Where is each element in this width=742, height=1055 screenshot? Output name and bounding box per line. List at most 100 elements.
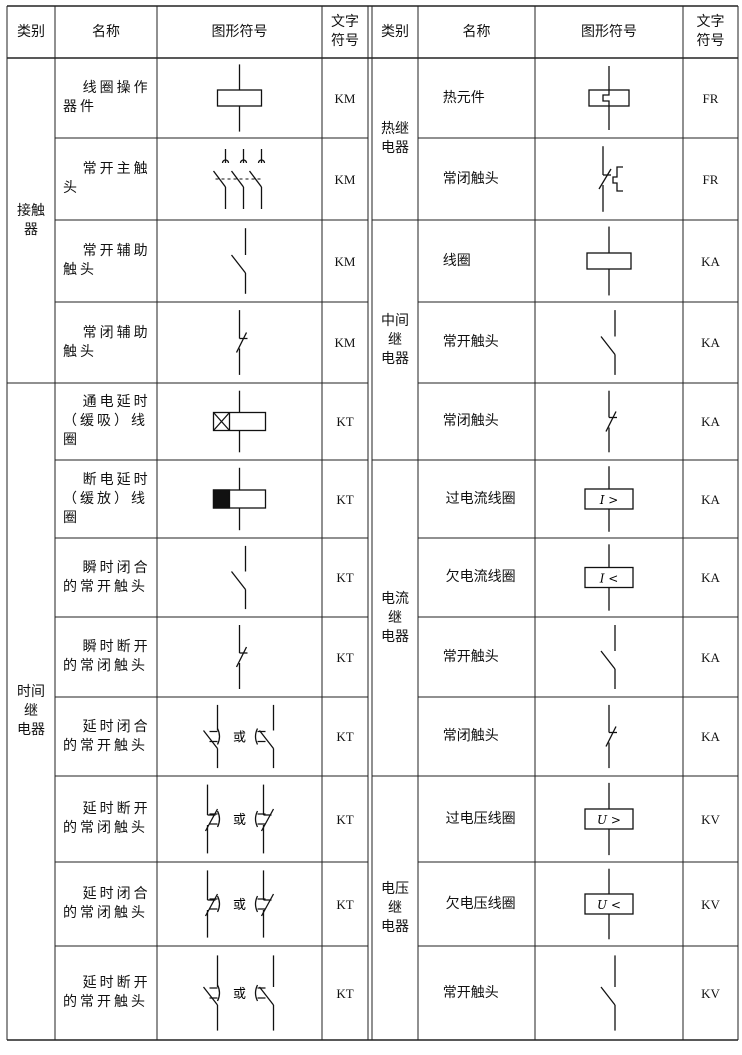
left-code-2-text: KM [334,253,356,269]
left-code-10: KT [322,862,368,946]
right-code-8-text: KA [701,729,720,744]
right-name-5-text: 过电流线圈 [445,490,516,507]
right-name-5: 过电流线圈 [418,460,535,538]
left-code-0: KM [322,58,368,138]
right-category-3: 电压 继 电器 [372,776,418,1040]
left-code-11-text: KT [336,985,354,1001]
right-code-5-text: KA [701,491,720,507]
right-code-2-text: KA [701,253,720,269]
right-name-2: 线圈 [418,220,535,302]
left-category-1: 时间 继 电器 [7,383,55,1040]
left-name-4-text: 通电延时（缓吸）线圈 [63,394,151,448]
svg-text:或: 或 [233,813,246,828]
right-code-6: KA [683,538,738,617]
right-code-9-text: KV [701,811,720,827]
left-category-0: 接触 器 [7,58,55,383]
svg-text:I >: I > [599,493,619,507]
svg-text:或: 或 [233,731,246,746]
right-name-4-text: 常闭触头 [442,413,499,429]
right-name-3-text: 常开触头 [442,334,499,350]
right-header-code: 文字 符号 [683,6,738,58]
left-code-4: KT [322,383,368,460]
left-header-code-text: 文字 符号 [331,14,359,49]
left-code-11: KT [322,946,368,1040]
right-name-10-text: 欠电压线圈 [445,895,516,912]
left-name-8-text: 延时闭合的常开触头 [63,718,151,754]
left-header-symbol-text: 图形符号 [211,23,268,40]
left-code-5-text: KT [336,491,354,507]
no-contact-icon-left-symbol-6 [230,545,247,610]
nc-contact-icon-right-symbol-4 [605,390,617,453]
left-name-0-text: 线圈操作器件 [63,80,151,115]
right-header-category-text: 类别 [381,23,409,40]
right-name-0: 热元件 [418,58,535,138]
right-code-1: FR [683,138,738,220]
left-name-7: 瞬时断开的常闭触头 [55,617,157,697]
right-name-1-text: 常闭触头 [442,170,499,187]
left-name-5: 断电延时（缓放）线圈 [55,460,157,538]
right-category-3-text: 电压 继 电器 [381,880,409,935]
left-category-1-text: 时间 继 电器 [17,684,45,738]
right-code-9: KV [683,776,738,862]
left-name-7-text: 瞬时断开的常闭触头 [63,639,151,674]
left-code-9: KT [322,776,368,862]
no-contact-icon-right-symbol-11 [600,955,616,1031]
delay-close-nc-icon-left-symbol-10: 或 [204,870,275,938]
left-name-9: 延时断开的常闭触头 [55,776,157,862]
thermal-nc-icon-right-symbol-1 [598,146,623,212]
left-category-0-text: 接触 器 [17,202,45,238]
right-name-8-text: 常闭触头 [442,728,499,744]
left-code-3-text: KM [334,335,356,350]
left-code-8-text: KT [336,729,354,744]
left-name-9-text: 延时断开的常闭触头 [63,801,151,836]
right-code-5: KA [683,460,738,538]
left-name-3-text: 常闭辅助触头 [63,324,151,360]
left-header-category: 类别 [7,6,55,58]
right-code-10-text: KV [701,896,720,912]
left-code-0-text: KM [334,90,356,106]
right-name-6: 欠电流线圈 [418,538,535,617]
right-category-2-text: 电流 继 电器 [381,590,409,645]
delay-open-nc-icon-left-symbol-9: 或 [204,784,275,854]
right-code-3: KA [683,302,738,383]
left-name-5-text: 断电延时（缓放）线圈 [63,471,151,526]
delay-close-no-icon-left-symbol-8: 或 [202,704,275,769]
left-header-code: 文字 符号 [322,6,368,58]
svg-text:I <: I < [599,572,619,586]
right-name-11: 常开触头 [418,946,535,1040]
right-code-1-text: FR [702,171,719,187]
main-contacts-icon-left-symbol-1 [212,149,266,209]
on-delay-coil-icon-left-symbol-4 [212,390,267,453]
svg-text:或: 或 [233,898,246,913]
right-category-2: 电流 继 电器 [372,460,418,776]
right-category-1-text: 中间 继 电器 [381,312,409,367]
left-name-11-text: 延时断开的常开触头 [63,975,151,1010]
right-header-code-text: 文字 符号 [696,14,725,49]
left-name-8: 延时闭合的常开触头 [55,697,157,776]
no-contact-icon-left-symbol-2 [230,228,247,294]
right-code-11-text: KV [701,985,720,1001]
left-name-2-text: 常开辅助触头 [63,243,151,278]
delay-open-no-icon-left-symbol-11: 或 [202,955,275,1031]
right-header-symbol-text: 图形符号 [581,23,637,40]
coil-icon-right-symbol-2 [586,226,632,296]
left-code-7-text: KT [336,649,354,665]
right-name-8: 常闭触头 [418,697,535,776]
right-category-0-text: 热继 电器 [381,121,409,156]
right-name-3: 常开触头 [418,302,535,383]
right-code-6-text: KA [701,570,720,585]
right-header-category: 类别 [372,6,418,58]
left-name-2: 常开辅助触头 [55,220,157,302]
left-header-category-text: 类别 [17,23,45,40]
right-name-7-text: 常开触头 [442,648,499,665]
svg-text:U >: U > [597,813,621,827]
left-name-10-text: 延时闭合的常闭触头 [63,886,151,921]
right-code-7-text: KA [701,649,720,665]
right-name-1: 常闭触头 [418,138,535,220]
right-code-11: KV [683,946,738,1040]
left-header-name-text: 名称 [92,23,120,40]
left-name-4: 通电延时（缓吸）线圈 [55,383,157,460]
svg-text:或: 或 [233,987,246,1002]
right-code-4: KA [683,383,738,460]
